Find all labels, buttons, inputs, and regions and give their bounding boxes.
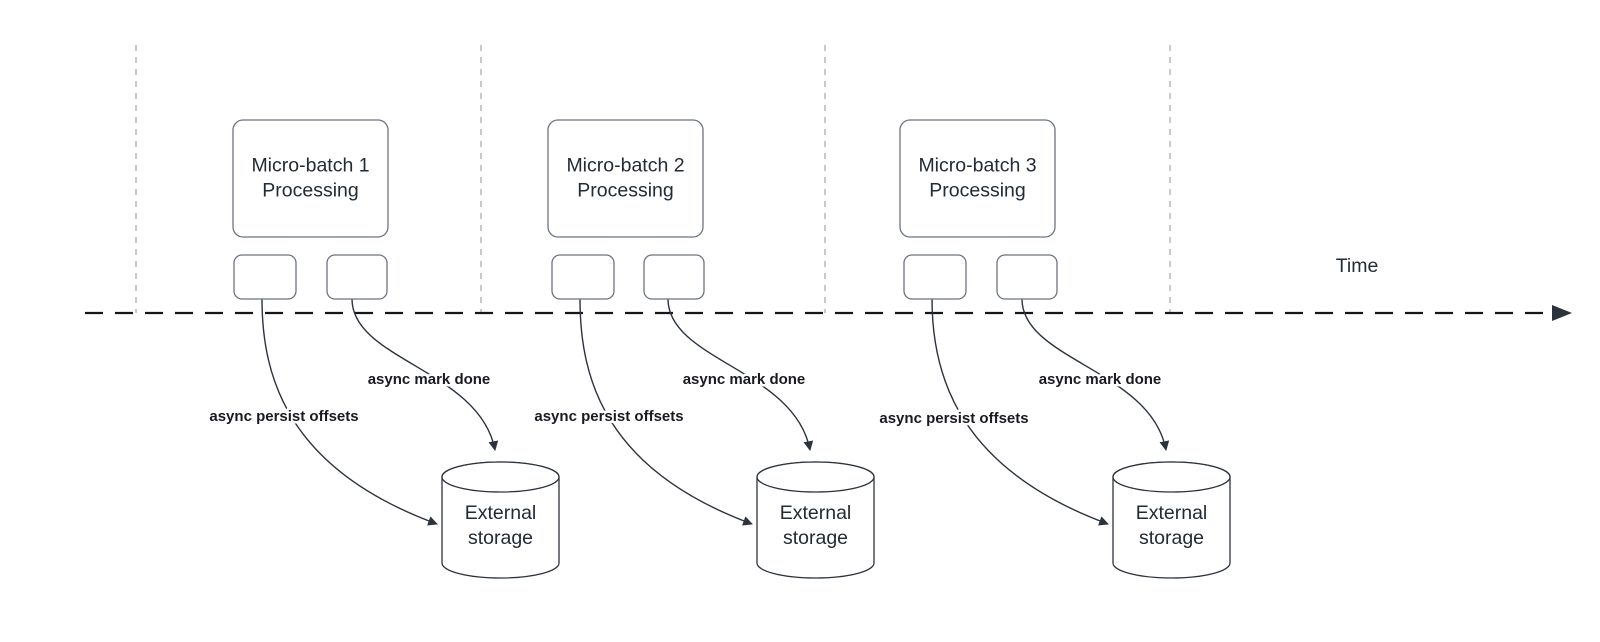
edge-label-async-mark-done: async mark done [1039,371,1162,388]
timeline-arrow-icon [1552,305,1572,321]
edge-label-halo-async-persist-offsets: async persist offsets [209,408,358,425]
micro-batch-label-line1: Micro-batch 3 [918,155,1036,177]
micro-batch-box[interactable] [899,119,1056,238]
task-box-mark[interactable] [326,254,388,300]
edge-label-async-mark-done: async mark done [368,371,491,388]
edge-label-async-mark-done: async mark done [683,371,806,388]
external-storage-label-line1: External [465,502,537,524]
time-axis-label: Time [1336,255,1379,277]
edge-async-mark-done [667,298,814,451]
micro-batch-box[interactable] [547,119,704,238]
edge-label-halo-async-persist-offsets: async persist offsets [534,408,683,425]
task-box-mark[interactable] [643,254,705,300]
timeline-axis-group [85,305,1572,321]
edge-async-mark-done [351,298,499,451]
external-storage-label-line2: storage [783,527,848,549]
edge-label-halo-async-persist-offsets: async persist offsets [879,410,1028,427]
external-storage-label-line2: storage [468,527,533,549]
edge-label-halo-async-mark-done: async mark done [368,371,491,388]
edge-label-halo-async-mark-done: async mark done [1039,371,1162,388]
edge-async-mark-done [1021,298,1170,451]
micro-batch-label-line2: Processing [929,180,1025,202]
external-storage-label-line2: storage [1139,527,1204,549]
task-box-persist[interactable] [551,254,615,300]
timeline-tick-group [135,45,1171,313]
task-box-mark[interactable] [996,254,1058,300]
edge-label-halo-async-mark-done: async mark done [683,371,806,388]
edge-async-persist-offsets [579,298,753,526]
task-box-persist[interactable] [903,254,967,300]
edge-label-async-persist-offsets: async persist offsets [534,408,683,425]
edge-async-persist-offsets [261,298,438,526]
micro-batch-label-line1: Micro-batch 1 [251,155,369,177]
edge-async-persist-offsets [931,298,1109,526]
cylinder-top-ellipse-icon [441,461,560,493]
cylinder-top-ellipse-icon [756,461,875,493]
micro-batch-label-line2: Processing [577,180,673,202]
edge-label-async-persist-offsets: async persist offsets [879,410,1028,427]
micro-batch-label-line1: Micro-batch 2 [566,155,684,177]
task-box-persist[interactable] [233,254,297,300]
micro-batch-box[interactable] [232,119,389,238]
edge-label-async-persist-offsets: async persist offsets [209,408,358,425]
external-storage-label-line1: External [780,502,852,524]
cylinder-top-ellipse-icon [1112,461,1231,493]
micro-batch-label-line2: Processing [262,180,358,202]
external-storage-label-line1: External [1136,502,1208,524]
